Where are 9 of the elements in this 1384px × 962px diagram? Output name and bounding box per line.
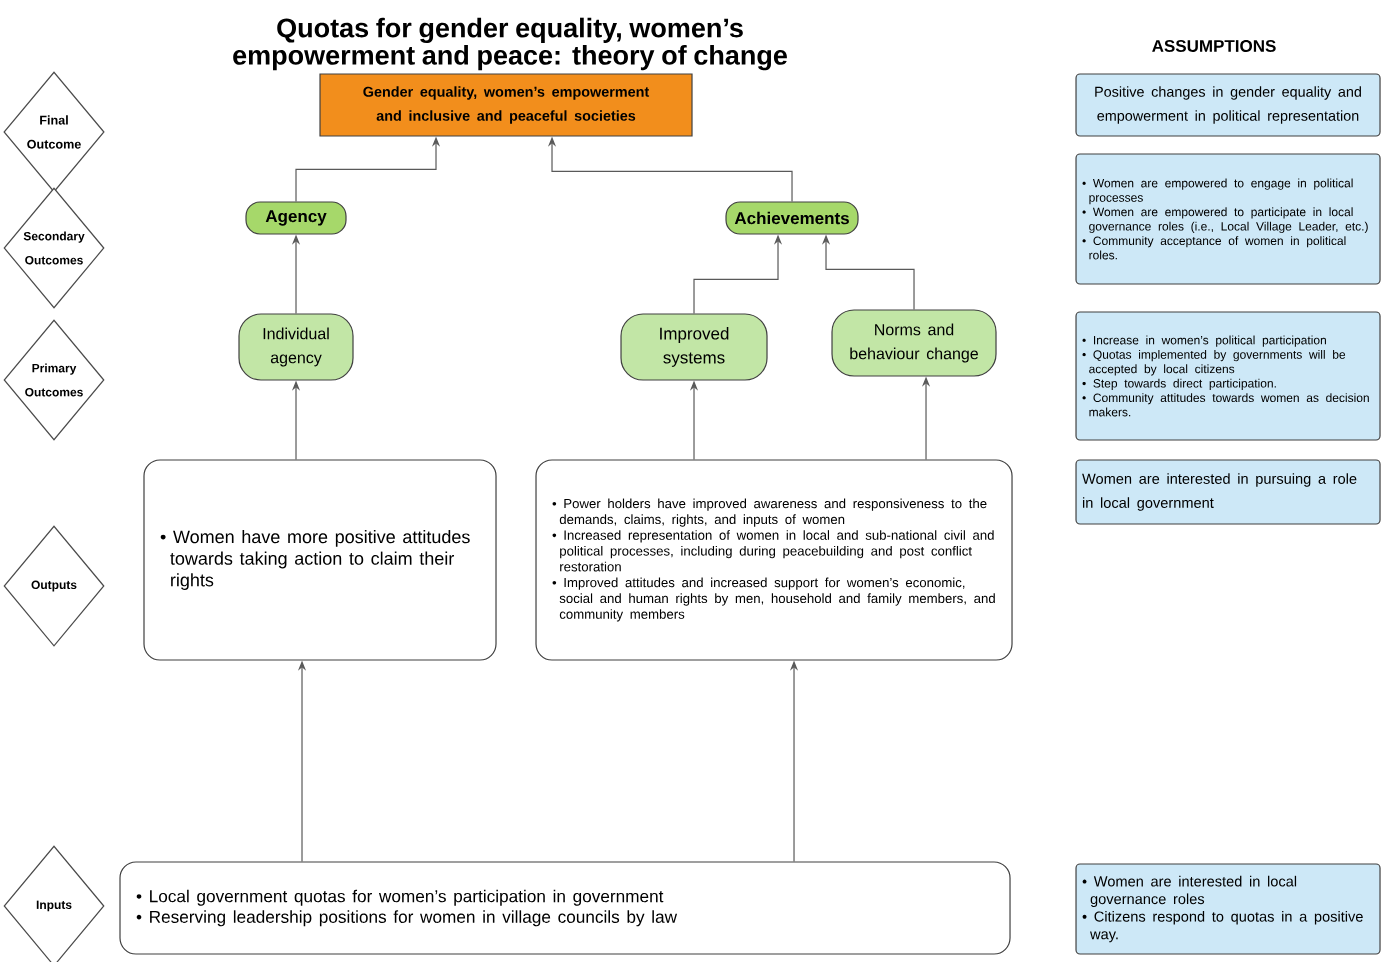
content-box: • Local government quotas for women’s participation in government • Reserving leadership positions for women in village councils by law bbox=[119, 861, 1011, 955]
outcome-pill: Achievements bbox=[725, 201, 859, 235]
column-heading: ASSUMPTIONS bbox=[1152, 40, 1276, 52]
title: Quotas for gender equality, women’s empowerment and peace: theory of change bbox=[233, 17, 787, 71]
outcome-pill: Norms and behaviour change bbox=[831, 309, 997, 377]
outcome-pill: Improved systems bbox=[620, 313, 768, 381]
outcome-pill: Individual agency bbox=[238, 313, 354, 381]
outcome-pill: Agency bbox=[245, 201, 347, 235]
content-box: • Women have more positive attitudes towards taking action to claim their rights bbox=[143, 459, 497, 661]
